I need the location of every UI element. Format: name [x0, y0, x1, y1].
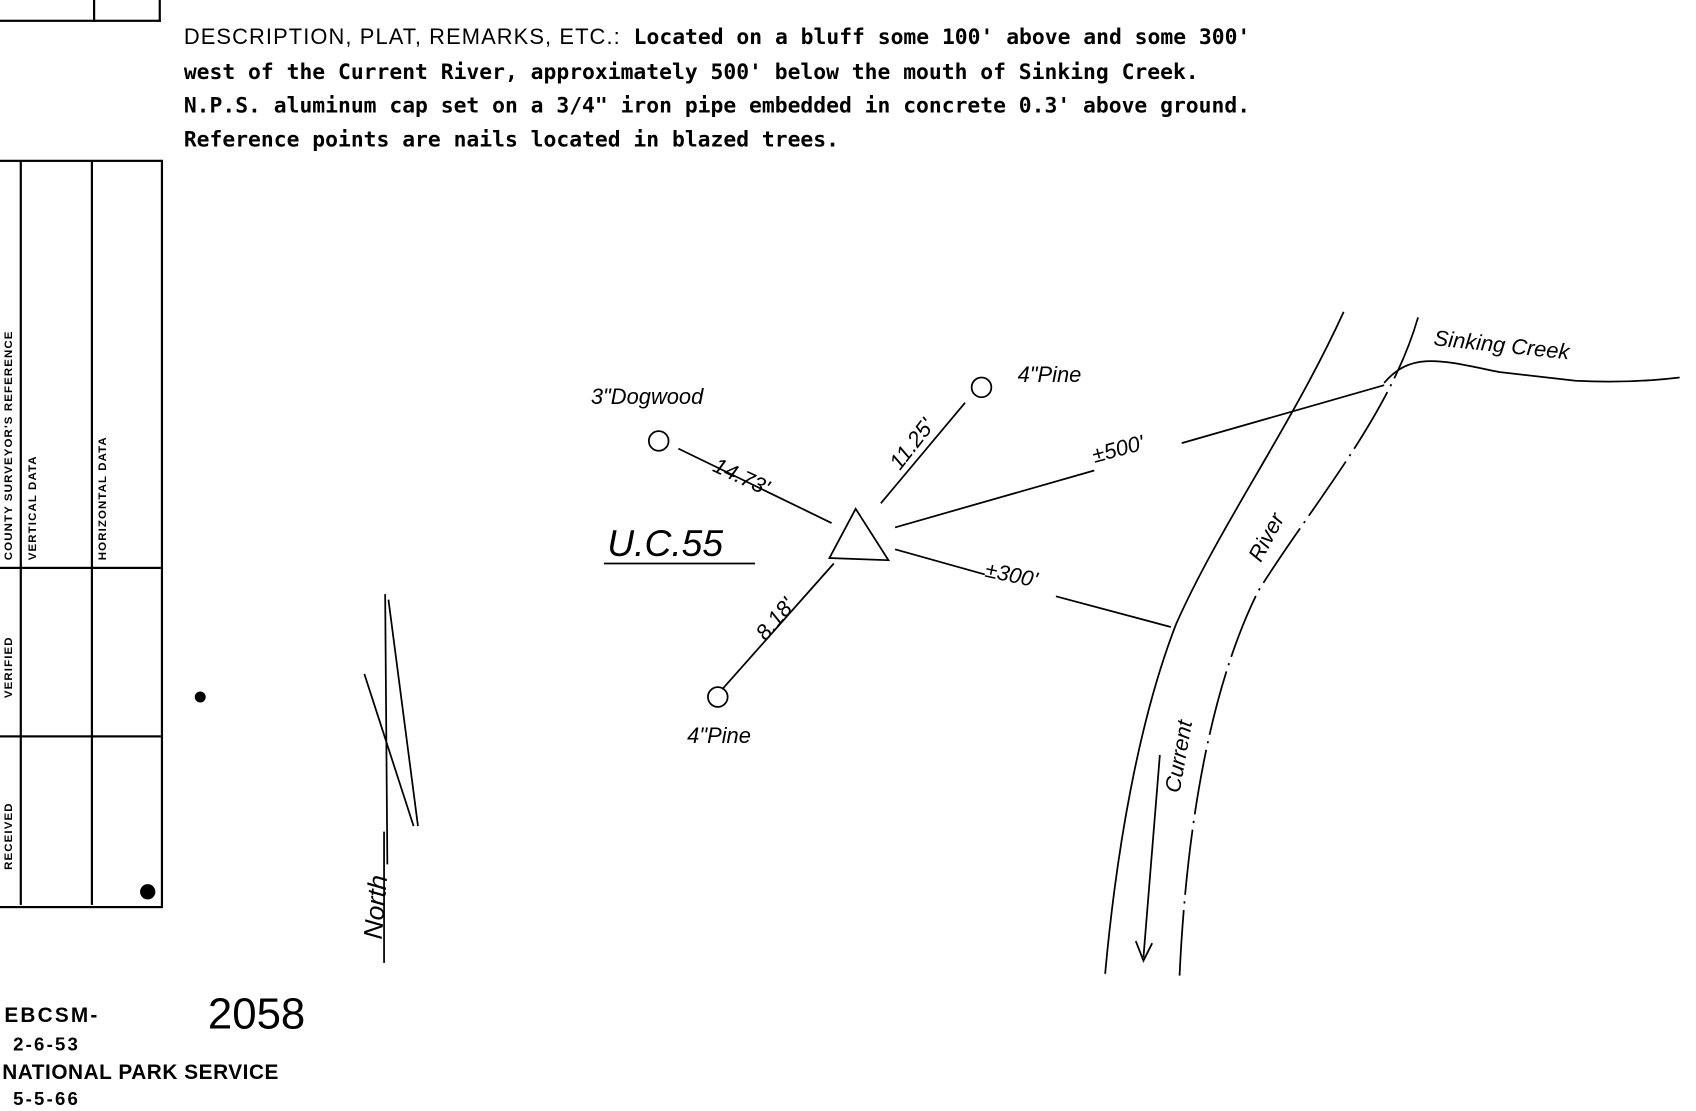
station-triangle: [827, 507, 891, 562]
sinking-creek: [1383, 360, 1680, 384]
description-line-4: Reference points are nails located in bl…: [183, 126, 839, 153]
description-line-3: N.P.S. aluminum cap set on a 3/4" iron p…: [183, 93, 1251, 119]
date-1: 2-6-53: [13, 1034, 81, 1055]
description-label: DESCRIPTION, PLAT, REMARKS, ETC.:: [183, 25, 621, 50]
river-east-bank: [1178, 317, 1419, 977]
dogwood-label: 3"Dogwood: [590, 385, 704, 410]
north-arrow: [363, 594, 419, 865]
pine-ne-tree-symbol: [970, 376, 993, 399]
line-to-pine-ne: [880, 402, 966, 504]
pine-sw-tree-symbol: [707, 686, 729, 708]
description-block: DESCRIPTION, PLAT, REMARKS, ETC.: Locate…: [184, 20, 1250, 157]
table-col-line-1: [19, 160, 22, 905]
form-id: EBCSM-: [4, 1004, 100, 1028]
record-number: 2058: [207, 990, 306, 1039]
date-2: 5-5-66: [13, 1088, 81, 1110]
line-to-dogwood: [678, 447, 832, 524]
reference-table: [0, 159, 164, 909]
top-box-divider: [93, 0, 96, 22]
table-row-line-2: [0, 735, 161, 738]
top-box-fragment: [0, 0, 161, 22]
line-to-pine-sw: [721, 562, 835, 690]
table-col-line-2: [90, 160, 94, 905]
pine-sw-label: 4"Pine: [687, 724, 751, 749]
agency-name: NATIONAL PARK SERVICE: [2, 1061, 279, 1085]
dogwood-tree-symbol: [647, 430, 670, 452]
description-line-1: Located on a bluff some 100' above and s…: [633, 24, 1251, 50]
station-label: U.C.55: [607, 523, 724, 565]
north-label: North: [358, 873, 394, 941]
pine-ne-label: 4"Pine: [1017, 363, 1082, 388]
current-arrow: [1134, 754, 1161, 963]
line-to-creek-mouth: [894, 384, 1385, 529]
description-line-2: west of the Current River, approximately…: [183, 59, 1199, 85]
table-row-line-1: [0, 566, 161, 569]
river-west-bank: [1104, 311, 1345, 974]
line-to-river: [894, 548, 1172, 628]
